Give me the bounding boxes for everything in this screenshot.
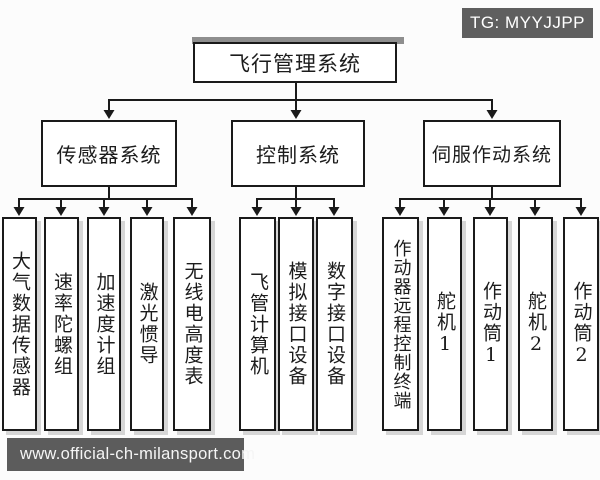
leaf-node-actuator-cylinder-2: 作动筒2: [563, 217, 599, 431]
root-node-flight-management-system: 飞行管理系统: [193, 42, 397, 83]
leaf-node-flight-mgmt-computer: 飞管计算机: [239, 217, 276, 431]
leaf-node-air-data-sensor: 大气数据传感器: [2, 217, 37, 431]
leaf-node-actuator-remote-control-terminal: 作动器远程控制终端: [382, 217, 419, 431]
leaf-node-laser-inertial-nav: 激光惯导: [130, 217, 164, 431]
leaf-node-digital-interface-device: 数字接口设备: [316, 217, 353, 431]
leaf-node-rate-gyro-unit: 速率陀螺组: [44, 217, 79, 431]
leaf-node-accelerometer-unit: 加速度计组: [87, 217, 121, 431]
branch-node-servo-actuation-system: 伺服作动系统: [423, 120, 561, 187]
branch-node-sensor-system: 传感器系统: [41, 120, 177, 187]
branch-node-control-system: 控制系统: [231, 120, 365, 187]
leaf-node-servo-1: 舵机1: [427, 217, 462, 431]
root-top-shadow-bar: [192, 37, 404, 44]
leaf-node-analog-interface-device: 模拟接口设备: [278, 217, 314, 431]
telegram-badge: TG: MYYJJPP: [462, 8, 593, 38]
leaf-node-servo-2: 舵机2: [518, 217, 553, 431]
leaf-node-actuator-cylinder-1: 作动筒1: [473, 217, 508, 431]
leaf-node-radio-altimeter: 无线电高度表: [173, 217, 211, 431]
watermark-bar: www.official-ch-milansport.com: [7, 438, 255, 471]
